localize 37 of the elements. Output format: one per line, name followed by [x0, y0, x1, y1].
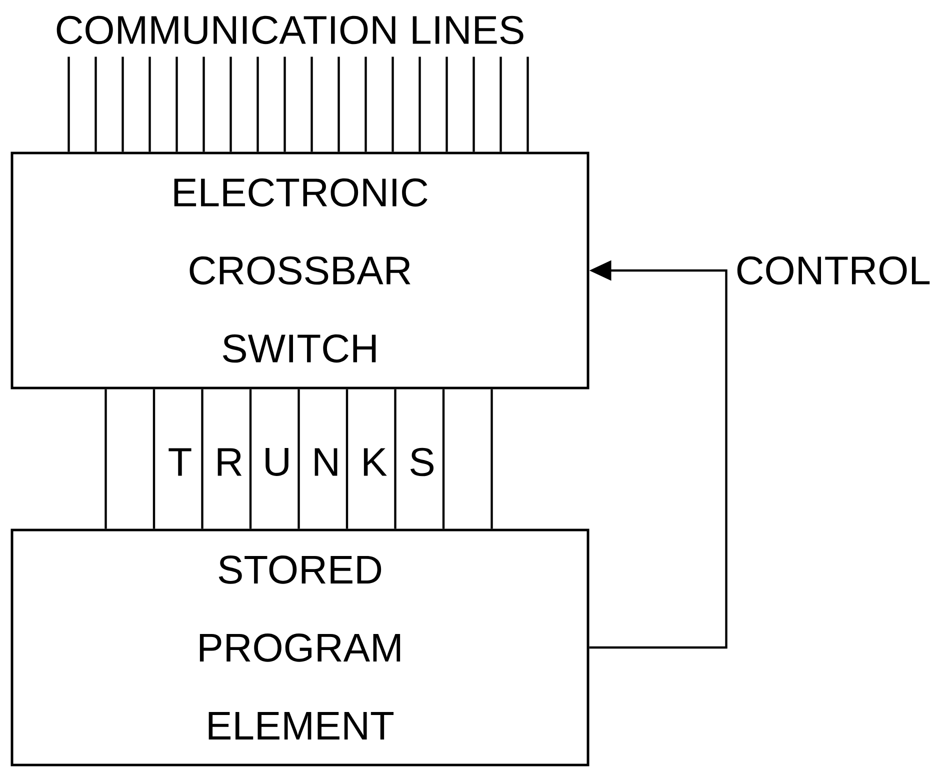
- trunk-line: [346, 389, 348, 529]
- communication-line: [122, 56, 124, 152]
- communication-line: [176, 56, 178, 152]
- communication-line: [256, 56, 259, 152]
- heading-label: COMMUNICATION LINES: [56, 16, 524, 44]
- trunk-line: [104, 389, 107, 529]
- trunk-line: [394, 389, 396, 529]
- communication-line: [148, 56, 151, 152]
- trunk-letter: S: [410, 448, 434, 476]
- trunk-letter: T: [168, 448, 192, 476]
- communication-line: [472, 56, 475, 152]
- communication-line: [364, 56, 367, 152]
- block-box: ELECTRONIC CROSSBAR SWITCH: [10, 152, 590, 390]
- trunk-line: [490, 389, 493, 529]
- trunk-letter: U: [266, 448, 288, 476]
- communication-line: [500, 56, 502, 152]
- trunk-line: [298, 389, 300, 529]
- trunk-line: [152, 389, 156, 529]
- trunk-line: [442, 389, 445, 529]
- communication-line: [94, 56, 97, 152]
- communication-line: [284, 56, 286, 152]
- trunk-letter: R: [218, 448, 242, 476]
- edge-label: CONTROL: [737, 256, 930, 285]
- communication-line: [68, 56, 70, 152]
- block-box: STORED PROGRAM ELEMENT: [10, 528, 590, 766]
- communication-line: [392, 56, 394, 152]
- communication-line: [202, 56, 205, 152]
- communication-line: [526, 56, 529, 152]
- communication-line: [310, 56, 313, 152]
- trunk-line: [249, 389, 252, 529]
- communication-line: [230, 56, 232, 152]
- trunk-line: [201, 389, 204, 529]
- communication-line: [446, 56, 448, 152]
- communication-line: [418, 56, 421, 152]
- trunk-letter: N: [314, 448, 338, 476]
- communication-line: [338, 56, 340, 152]
- trunk-letter: K: [364, 448, 387, 476]
